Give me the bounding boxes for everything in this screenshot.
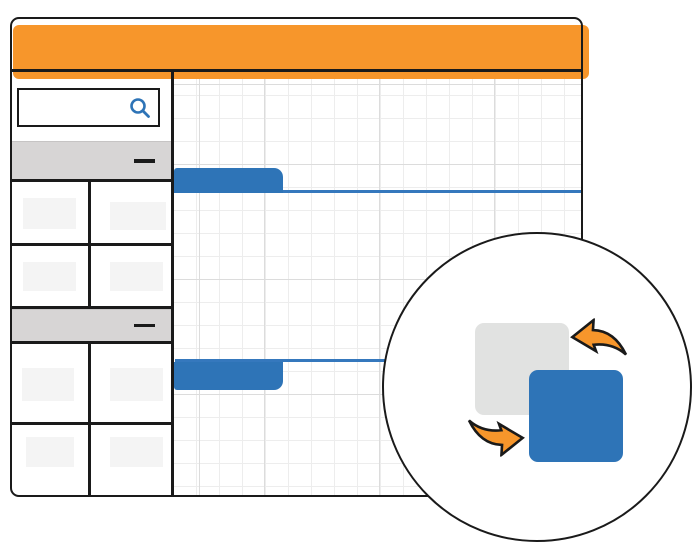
placeholder-thumbnail[interactable] <box>110 202 166 230</box>
sidebar-section-header[interactable] <box>11 309 172 342</box>
placeholder-thumbnail[interactable] <box>110 368 163 401</box>
placeholder-thumbnail[interactable] <box>23 198 76 229</box>
active-square-icon <box>529 370 623 462</box>
magnifier-inset <box>382 232 692 542</box>
divider-line <box>10 243 172 246</box>
search-field[interactable] <box>19 90 127 125</box>
placeholder-thumbnail[interactable] <box>110 262 163 291</box>
search-icon <box>130 97 150 118</box>
header-separator-line <box>10 69 583 72</box>
divider-line <box>10 306 172 309</box>
timeline-row-line <box>175 359 581 362</box>
divider-line <box>10 179 172 182</box>
timeline-bar[interactable] <box>174 362 283 390</box>
placeholder-thumbnail[interactable] <box>110 437 163 467</box>
placeholder-thumbnail[interactable] <box>26 437 74 467</box>
collapse-minus-icon[interactable] <box>134 323 155 327</box>
divider-line <box>10 341 172 344</box>
sidebar-divider-line <box>171 70 174 497</box>
divider-line <box>88 343 91 495</box>
timeline-bar[interactable] <box>174 168 283 193</box>
divider-line <box>88 181 91 306</box>
divider-line <box>10 422 172 425</box>
timeline-row-line <box>175 190 581 193</box>
swap-arrow-icon <box>467 419 525 458</box>
placeholder-thumbnail[interactable] <box>22 368 74 401</box>
swap-arrow-icon <box>570 317 628 356</box>
sidebar-section-header[interactable] <box>11 141 172 181</box>
placeholder-thumbnail[interactable] <box>23 262 76 291</box>
collapse-minus-icon[interactable] <box>134 159 155 163</box>
search-input[interactable] <box>17 88 160 127</box>
